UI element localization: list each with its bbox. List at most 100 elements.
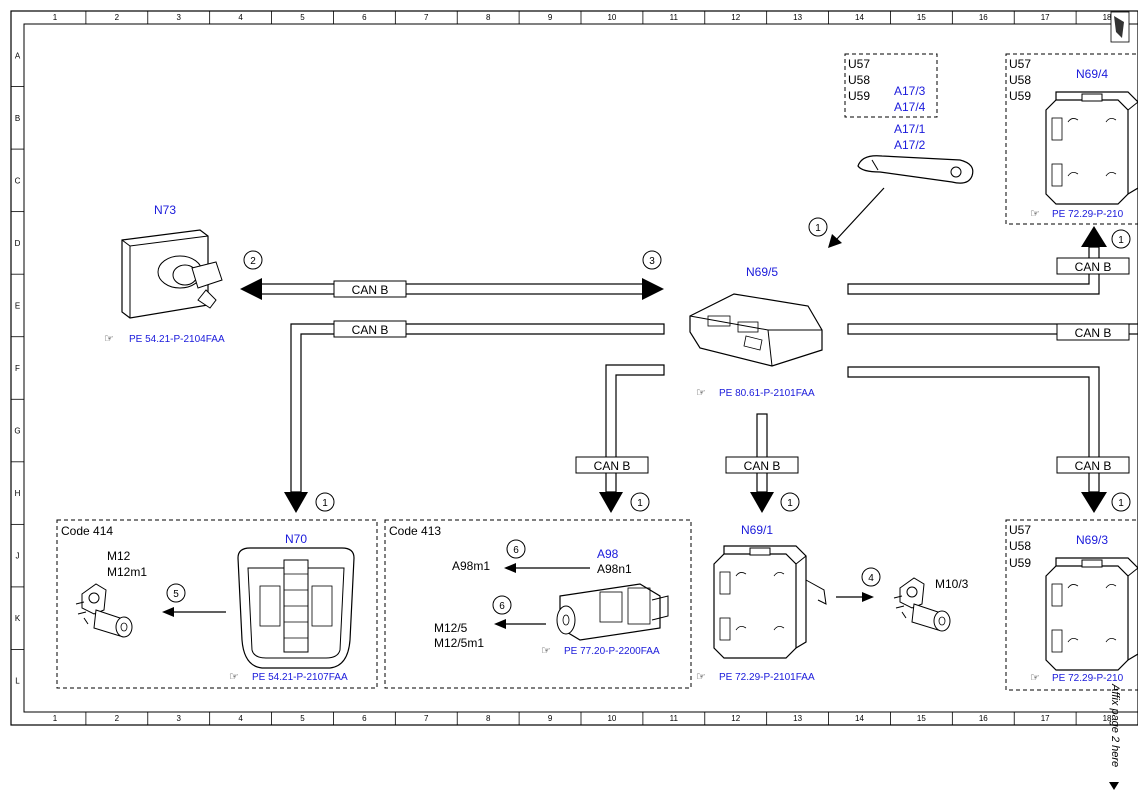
- n69-4-label: N69/4: [1076, 67, 1108, 81]
- svg-text:6: 6: [513, 545, 519, 556]
- can-b-label-n69-4: CAN B: [1056, 257, 1130, 275]
- svg-text:M12: M12: [107, 549, 131, 563]
- grid-col-label: 18: [1103, 714, 1112, 723]
- grid-col-label: 16: [979, 714, 988, 723]
- svg-text:CAN B: CAN B: [1075, 459, 1112, 473]
- svg-text:1: 1: [1118, 498, 1124, 509]
- code-413-box: [384, 519, 692, 689]
- arrow-n69-1-to-m10-3: [836, 592, 874, 602]
- n69-1-drawing: [713, 545, 807, 659]
- grid-col-label: 1: [53, 13, 58, 22]
- frame-outer: [10, 10, 1138, 726]
- svg-text:U57: U57: [848, 57, 870, 71]
- svg-text:3: 3: [649, 256, 655, 267]
- a98-motor-drawing: [556, 583, 669, 641]
- grid-row-label: G: [14, 427, 20, 436]
- grid-col-label: 3: [176, 13, 181, 22]
- svg-text:M12m1: M12m1: [107, 565, 147, 579]
- svg-text:PE 54.21-P-2107FAA: PE 54.21-P-2107FAA: [252, 672, 348, 683]
- callout-3: 3: [642, 250, 662, 270]
- pointing-hand-icon: ☞: [1030, 208, 1040, 220]
- svg-text:A17/3: A17/3: [894, 84, 926, 98]
- n69-3-ref: ☞ PE 72.29-P-210: [1030, 672, 1124, 684]
- pointing-hand-icon: ☞: [696, 387, 706, 399]
- affix-arrow-icon: [1109, 782, 1119, 790]
- callout-1-n69-1: 1: [780, 492, 800, 512]
- n69-1-label: N69/1: [741, 523, 773, 537]
- svg-text:1: 1: [322, 498, 328, 509]
- callout-1-n70: 1: [315, 492, 335, 512]
- n69-5-drawing: [689, 293, 823, 367]
- grid-col-label: 2: [115, 714, 120, 723]
- n70-label: N70: [285, 532, 307, 546]
- can-b-label-n69-3: CAN B: [1056, 456, 1130, 474]
- svg-text:U59: U59: [848, 89, 870, 103]
- grid-row-label: D: [15, 239, 21, 248]
- can-b-label-a98: CAN B: [575, 456, 649, 474]
- n69-3-drawing: [1045, 557, 1138, 671]
- can-b-label-right-middle: CAN B: [1056, 323, 1130, 341]
- grid-col-label: 5: [300, 714, 305, 723]
- n69-5-label: N69/5: [746, 265, 778, 279]
- svg-text:1: 1: [637, 498, 643, 509]
- grid-col-label: 4: [238, 714, 243, 723]
- grid-col-label: 10: [607, 13, 616, 22]
- svg-text:M12/5: M12/5: [434, 621, 468, 635]
- callout-1-n69-3: 1: [1111, 492, 1131, 512]
- callout-1-a98: 1: [630, 492, 650, 512]
- a98-ref: ☞ PE 77.20-P-2200FAA: [541, 645, 660, 657]
- n69-4-drawing: [1045, 91, 1138, 205]
- svg-text:4: 4: [868, 573, 874, 584]
- svg-text:U57: U57: [1009, 523, 1031, 537]
- svg-text:U58: U58: [848, 73, 870, 87]
- n69-4-code-box: [1005, 53, 1138, 225]
- can-b-label-n70: CAN B: [333, 320, 407, 338]
- grid-col-label: 16: [979, 13, 988, 22]
- arrow-n70-to-m12: [162, 607, 226, 617]
- arrow-to-m12-5: [494, 619, 546, 629]
- grid-col-label: 17: [1041, 714, 1050, 723]
- svg-text:CAN B: CAN B: [1075, 326, 1112, 340]
- svg-text:U59: U59: [1009, 89, 1031, 103]
- grid-row-label: H: [15, 489, 21, 498]
- svg-text:2: 2: [250, 256, 256, 267]
- grid-row-label: B: [15, 114, 20, 123]
- arrow-handle-to-n69-5: [828, 187, 885, 248]
- grid-row-label: E: [15, 301, 20, 310]
- door-handle-drawing: [857, 155, 974, 184]
- grid-col-label: 11: [670, 714, 679, 723]
- grid-col-label: 7: [424, 13, 429, 22]
- svg-text:M12/5m1: M12/5m1: [434, 636, 484, 650]
- grid-col-label: 6: [362, 13, 367, 22]
- handle-code-box: [844, 53, 938, 118]
- grid-col-label: 8: [486, 714, 491, 723]
- n73-label: N73: [154, 203, 176, 217]
- grid-col-label: 18: [1103, 13, 1112, 22]
- callout-5: 5: [166, 583, 186, 603]
- bus-right-middle: [847, 323, 1138, 335]
- code-414-box: [56, 519, 378, 689]
- callout-6-m12-5: 6: [492, 595, 512, 615]
- svg-text:CAN B: CAN B: [352, 283, 389, 297]
- affix-note: Affix page 2 here: [1109, 683, 1121, 767]
- n73-ignition-switch-drawing: [121, 229, 223, 319]
- callout-1-n69-4: 1: [1111, 229, 1131, 249]
- n69-3-code-box: [1005, 519, 1138, 691]
- grid-col-label: 11: [670, 13, 679, 22]
- callout-4: 4: [861, 567, 881, 587]
- m10-3-label: M10/3: [935, 577, 969, 591]
- n69-4-ref: ☞ PE 72.29-P-210: [1030, 208, 1124, 220]
- callout-6-a98m1: 6: [506, 539, 526, 559]
- pointing-hand-icon: ☞: [229, 671, 239, 683]
- grid-col-label: 14: [855, 714, 864, 723]
- bus-n69-4: [847, 226, 1107, 295]
- grid-col-label: 13: [793, 714, 802, 723]
- svg-text:6: 6: [499, 601, 505, 612]
- svg-text:A98n1: A98n1: [597, 562, 632, 576]
- n69-1-connector: [805, 579, 827, 605]
- bus-n69-3: [847, 366, 1107, 513]
- bus-n69-1: [750, 413, 774, 513]
